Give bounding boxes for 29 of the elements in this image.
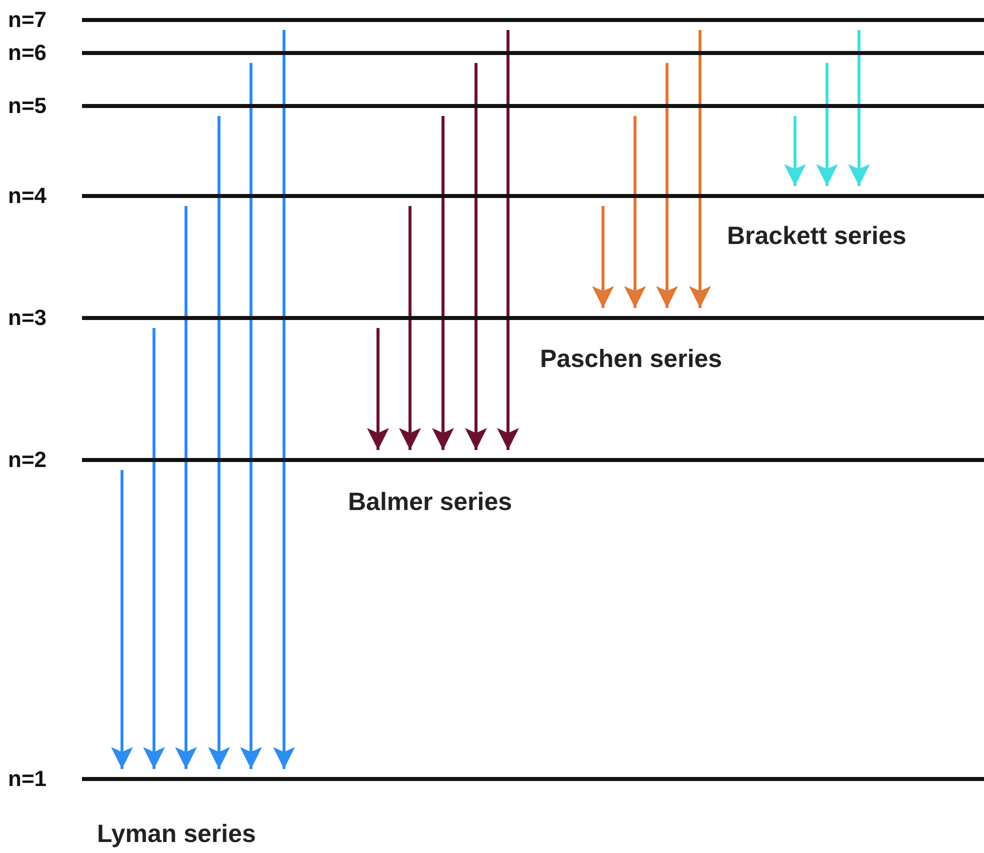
level-label: n=3 bbox=[8, 308, 48, 328]
transition-arrow bbox=[399, 206, 421, 450]
transition-arrow bbox=[656, 63, 678, 308]
level-label: n=1 bbox=[8, 769, 48, 789]
transition-arrow bbox=[689, 30, 711, 308]
level-label: n=5 bbox=[8, 96, 48, 116]
transition-arrow bbox=[784, 116, 806, 186]
transition-arrow bbox=[465, 63, 487, 450]
transition-arrow bbox=[208, 116, 230, 769]
level-label: n=4 bbox=[8, 186, 48, 206]
transition-arrow bbox=[848, 30, 870, 186]
transition-arrow bbox=[592, 206, 614, 308]
transition-arrow bbox=[175, 206, 197, 769]
transition-arrow bbox=[432, 116, 454, 450]
level-label: n=2 bbox=[8, 450, 48, 470]
transition-arrow bbox=[624, 116, 646, 308]
level-label: n=6 bbox=[8, 43, 48, 63]
series-label: Paschen series bbox=[540, 345, 722, 374]
transition-arrow bbox=[111, 470, 133, 769]
series-label: Balmer series bbox=[348, 488, 512, 517]
transition-arrow bbox=[143, 328, 165, 769]
transition-arrow bbox=[240, 63, 262, 769]
transition-arrow bbox=[816, 63, 838, 186]
transition-arrow bbox=[497, 30, 519, 450]
transition-arrow bbox=[273, 30, 295, 769]
series-label: Brackett series bbox=[727, 222, 906, 251]
transition-arrow bbox=[367, 328, 389, 450]
level-label: n=7 bbox=[8, 10, 48, 30]
series-label: Lyman series bbox=[97, 820, 256, 849]
